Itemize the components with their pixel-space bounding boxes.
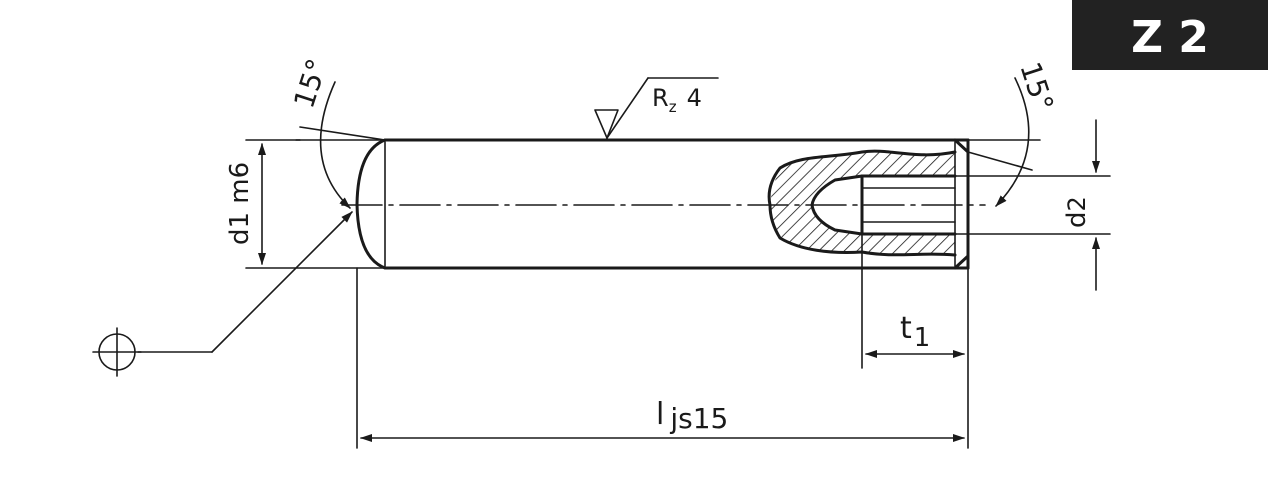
angle-right-label: 15° xyxy=(1013,58,1060,115)
right-angle-dimension xyxy=(967,77,1041,207)
left-angle-dimension xyxy=(295,81,386,209)
length-dimension xyxy=(356,267,965,449)
section-hatch-top xyxy=(770,151,955,205)
drawing-badge: Z 2 xyxy=(1072,0,1268,70)
pin-rounded-end xyxy=(355,138,387,270)
pin-right-chamfer-top xyxy=(953,138,970,154)
d2-dimension xyxy=(954,119,1111,291)
position-tolerance-icon xyxy=(92,327,142,377)
position-tolerance-leader xyxy=(137,211,353,353)
pin-right-chamfer-bottom xyxy=(953,254,970,270)
t1-label: t1 xyxy=(900,311,930,353)
badge-background xyxy=(1072,0,1268,70)
d2-label: d2 xyxy=(1062,196,1092,228)
d1-label: d1 m6 xyxy=(225,162,255,245)
t1-dimension xyxy=(861,233,969,449)
badge-label: Z 2 xyxy=(1131,12,1209,63)
surface-finish-triangle-icon xyxy=(594,77,719,139)
d1-dimension xyxy=(245,139,386,269)
pin-body xyxy=(355,138,970,270)
